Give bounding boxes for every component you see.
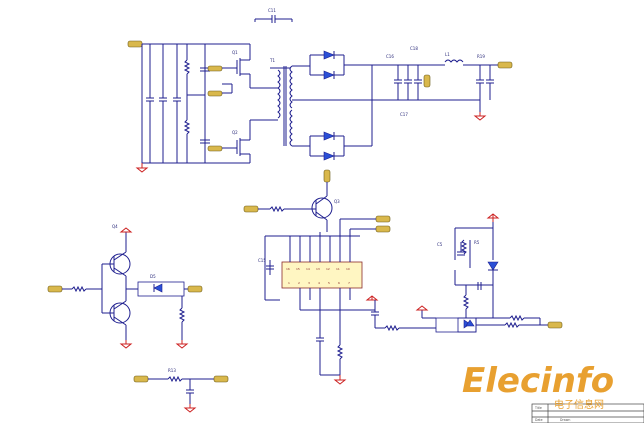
optocoupler: [415, 300, 505, 333]
driver-transistor: Q3: [243, 169, 340, 232]
pwm-controller-ic: C15 16 15 14 13 12 11 10 1 2 3 4 5 6 7: [258, 219, 375, 330]
svg-text:Q3: Q3: [334, 199, 340, 204]
output-port: [497, 61, 513, 69]
svg-text:R13: R13: [168, 368, 176, 373]
ic-timing-network: [316, 330, 347, 385]
svg-text:2: 2: [298, 281, 300, 285]
svg-text:R5: R5: [474, 240, 480, 245]
output-ground: [473, 112, 487, 121]
feedback-network: C5 R5: [437, 213, 500, 318]
svg-text:5: 5: [328, 281, 330, 285]
svg-text:1: 1: [288, 281, 290, 285]
input-port: [127, 40, 143, 48]
input-rail: [141, 43, 250, 164]
svg-text:12: 12: [326, 267, 330, 271]
svg-text:7: 7: [348, 281, 350, 285]
svg-text:C16: C16: [386, 54, 394, 59]
output-filter: C16 C18 L1 R19 C17: [371, 46, 498, 146]
svg-text:10: 10: [346, 267, 350, 271]
svg-text:13: 13: [316, 267, 320, 271]
svg-text:L1: L1: [445, 52, 450, 57]
svg-text:11: 11: [336, 267, 340, 271]
svg-text:D5: D5: [150, 274, 156, 279]
ic-decoupling: [365, 295, 436, 332]
svg-text:C18: C18: [410, 46, 418, 51]
watermark-subtitle: 电子信息网: [554, 398, 604, 411]
rectifier-lower: [309, 131, 372, 161]
svg-text:Date: Date: [535, 418, 543, 422]
svg-text:Q1: Q1: [232, 50, 238, 55]
input-ground: [135, 163, 149, 173]
svg-text:T1: T1: [269, 58, 275, 63]
svg-text:15: 15: [296, 267, 300, 271]
watermark-brand: Elecinfo: [462, 361, 614, 401]
svg-text:6: 6: [338, 281, 340, 285]
mosfet-q1: Q1: [232, 44, 251, 88]
transformer-t1: T1: [250, 58, 372, 147]
svg-text:Drawn: Drawn: [560, 418, 570, 422]
bottom-divider: R13: [133, 368, 229, 413]
elecinfo-logo: Elecinfo 电子信息网: [462, 361, 614, 411]
svg-text:3: 3: [308, 281, 310, 285]
svg-text:16: 16: [286, 267, 290, 271]
svg-text:C11: C11: [268, 8, 276, 13]
svg-text:Title: Title: [534, 406, 542, 410]
svg-text:Q2: Q2: [232, 130, 238, 135]
svg-text:Q4: Q4: [112, 224, 118, 229]
feedback-resistors: [493, 314, 563, 329]
svg-text:14: 14: [306, 267, 310, 271]
svg-text:C17: C17: [400, 112, 408, 117]
svg-text:R19: R19: [477, 54, 485, 59]
svg-text:4: 4: [318, 281, 320, 285]
svg-text:C15: C15: [258, 258, 266, 263]
mosfet-q2: Q2: [232, 120, 251, 163]
gate-drive-ports: [207, 65, 237, 152]
svg-text:C5: C5: [437, 242, 443, 247]
title-block: Title Date Drawn: [531, 403, 644, 423]
totem-pole-driver: Q4 D5: [47, 224, 203, 349]
rectifier-upper: [309, 50, 372, 80]
control-ports: [340, 215, 391, 233]
top-capacitor: C11: [254, 8, 293, 23]
